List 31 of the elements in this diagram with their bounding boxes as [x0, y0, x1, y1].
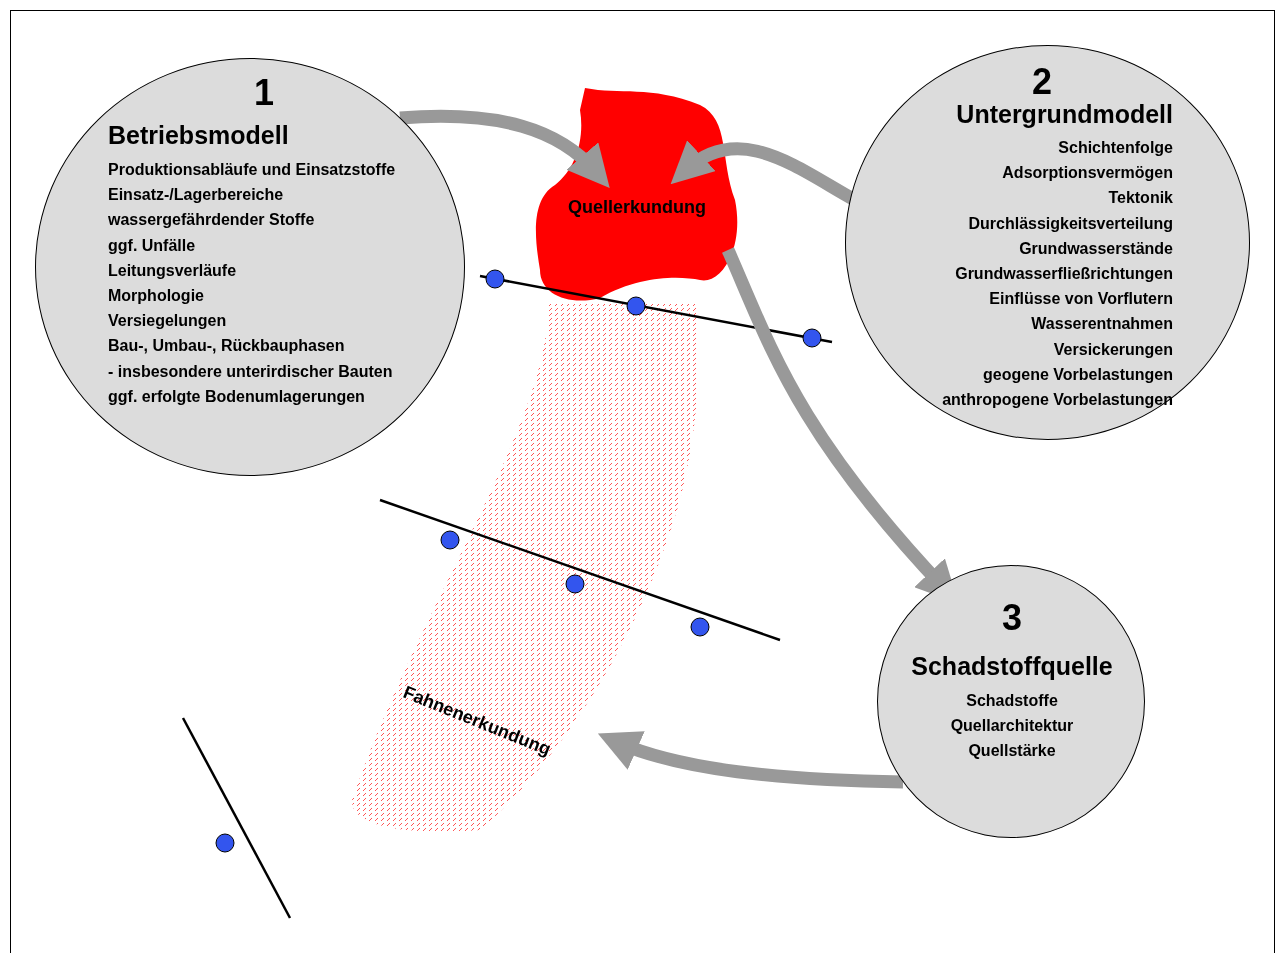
arrow: [399, 109, 611, 188]
list-item: geogene Vorbelastungen: [982, 364, 1173, 385]
list-item: Bau-, Umbau-, Rückbauphasen: [108, 336, 346, 357]
list-item: Quellarchitektur: [949, 716, 1075, 737]
circle-title: Untergrundmodell: [955, 99, 1173, 130]
list-item: Schadstoffe: [965, 691, 1059, 711]
list-item: Quellstärke: [967, 741, 1057, 762]
list-item: Adsorptionsvermögen: [1001, 163, 1173, 184]
step-number: 1: [253, 73, 275, 115]
list-item: Grundwasserstände: [1018, 238, 1173, 259]
list-item: Morphologie: [108, 286, 205, 306]
list-item: Tektonik: [1107, 188, 1173, 209]
list-item: Versiegelungen: [108, 311, 228, 332]
list-item: Schichtenfolge: [1057, 138, 1173, 158]
list-item: Grundwasserfließrichtungen: [954, 264, 1173, 284]
list-item: Versickerungen: [1052, 339, 1173, 360]
list-item: Leitungsverläufe: [108, 260, 238, 281]
list-item: - insbesondere unterirdischer Bauten: [108, 361, 394, 382]
circle-title: Betriebsmodell: [108, 120, 290, 151]
list-item: Wasserentnahmen: [1030, 314, 1173, 335]
list-item: Einflüsse von Vorflutern: [988, 289, 1173, 310]
list-item: anthropogene Vorbelastungen: [941, 390, 1173, 411]
list-item: ggf. erfolgte Bodenumlagerungen: [108, 386, 366, 407]
circle-title: Schadstoffquelle: [910, 651, 1114, 682]
zone-label: Quellerkundung: [568, 197, 706, 218]
step-number: 2: [1031, 62, 1053, 98]
list-item: Produktionsabläufe und Einsatzstoffe: [108, 160, 397, 180]
step-number: 3: [1001, 598, 1023, 640]
list-item: ggf. Unfälle: [108, 235, 197, 256]
list-item: Durchlässigkeitsverteilung: [967, 213, 1173, 234]
arrow: [597, 730, 904, 789]
